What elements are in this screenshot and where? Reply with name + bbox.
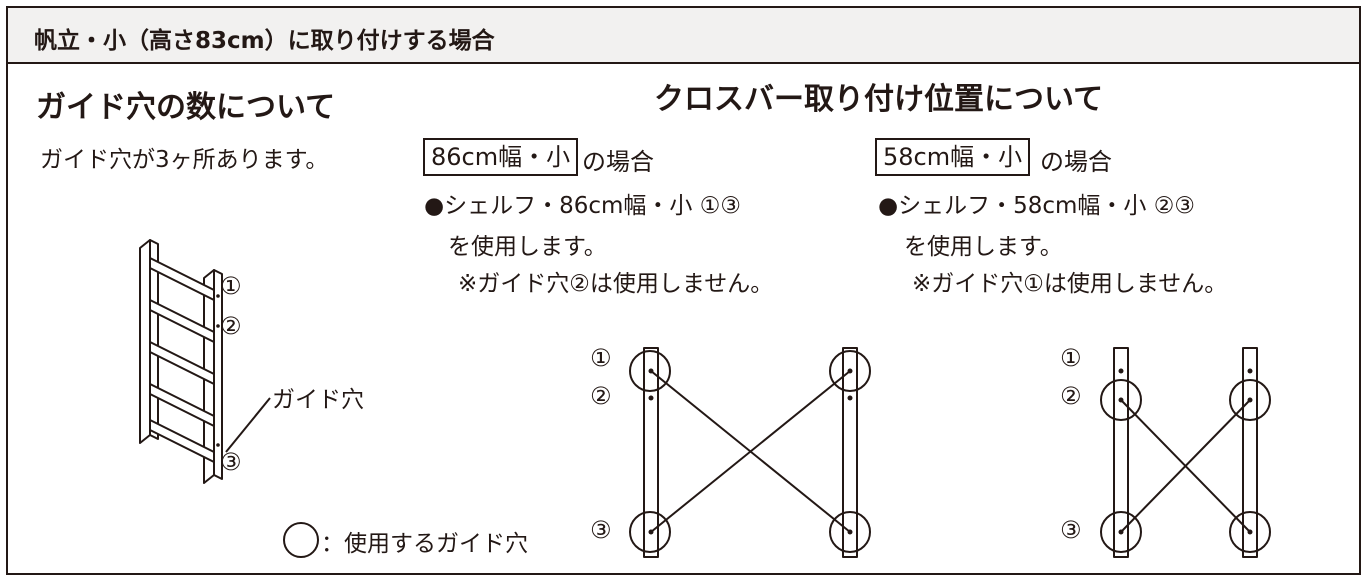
case2-marker-2: ②	[1060, 382, 1082, 410]
case2-hole-3	[1247, 529, 1253, 535]
case1-crossbar-b	[650, 370, 851, 533]
hole-marker-3: ③	[220, 448, 242, 476]
case1-hole-2	[847, 395, 853, 401]
case2-marker-1: ①	[1060, 344, 1082, 372]
case2-crossbar-b	[1120, 399, 1251, 533]
hole-marker-1: ①	[220, 272, 242, 300]
case1-size-label: 86cm幅・小	[423, 138, 579, 176]
case2-hole-2	[1118, 397, 1124, 403]
guide-hole-callout-label: ガイド穴	[272, 387, 364, 413]
case2-used-hole-circle	[1229, 511, 1271, 553]
case2-note: ※ガイド穴①は使用しません。	[912, 271, 1228, 297]
case2-hole-1	[1118, 368, 1124, 374]
guide-hole-description: ガイド穴が3ヶ所あります。	[40, 147, 329, 173]
case1-hole-3	[648, 529, 654, 535]
case1-note: ※ガイド穴②は使用しません。	[458, 271, 774, 297]
hole-marker-2: ②	[220, 312, 242, 340]
case2-line2: を使用します。	[904, 234, 1063, 260]
case1-hole-3	[847, 529, 853, 535]
case2-hole-3	[1118, 529, 1124, 535]
case1-marker-1: ①	[590, 344, 612, 372]
ladder-hole-3	[216, 443, 220, 447]
case1-used-hole-circle	[629, 511, 671, 553]
ladder-hole-1	[216, 294, 220, 298]
case1-used-hole-circle	[829, 511, 871, 553]
case2-size-label: 58cm幅・小	[875, 138, 1031, 176]
ladder-illustration	[139, 239, 271, 484]
case1-hole-1	[847, 368, 853, 374]
case2-hole-1	[1247, 368, 1253, 374]
case2-left-upright	[1113, 347, 1129, 558]
case2-used-hole-circle	[1100, 379, 1142, 421]
case1-used-hole-circle	[629, 350, 671, 392]
case1-marker-2: ②	[590, 382, 612, 410]
header-title: 帆立・小（高さ83cm）に取り付けする場合	[34, 28, 495, 54]
case2-marker-3: ③	[1060, 516, 1082, 544]
ladder-hole-2	[216, 324, 220, 328]
guide-hole-heading: ガイド穴の数について	[36, 90, 336, 125]
case2-suffix: の場合	[1040, 148, 1112, 176]
case2-line1: ●シェルフ・58cm幅・小 ②③	[878, 193, 1195, 219]
case1-marker-3: ③	[590, 516, 612, 544]
case1-left-upright	[643, 347, 659, 558]
legend-text: ：使用するガイド穴	[321, 531, 528, 557]
crossbar-heading: クロスバー取り付け位置について	[654, 82, 1104, 117]
case2-hole-2	[1247, 397, 1253, 403]
case1-line1: ●シェルフ・86cm幅・小 ①③	[424, 193, 741, 219]
case2-right-upright	[1242, 347, 1258, 558]
case2-used-hole-circle	[1229, 379, 1271, 421]
case1-suffix: の場合	[582, 148, 654, 176]
case1-line2: を使用します。	[448, 234, 607, 260]
case1-hole-2	[648, 395, 654, 401]
case1-right-upright	[842, 347, 858, 558]
case1-used-hole-circle	[829, 350, 871, 392]
legend-circle	[283, 522, 319, 558]
case2-used-hole-circle	[1100, 511, 1142, 553]
header-bar: 帆立・小（高さ83cm）に取り付けする場合	[6, 6, 1361, 64]
case1-hole-1	[648, 368, 654, 374]
